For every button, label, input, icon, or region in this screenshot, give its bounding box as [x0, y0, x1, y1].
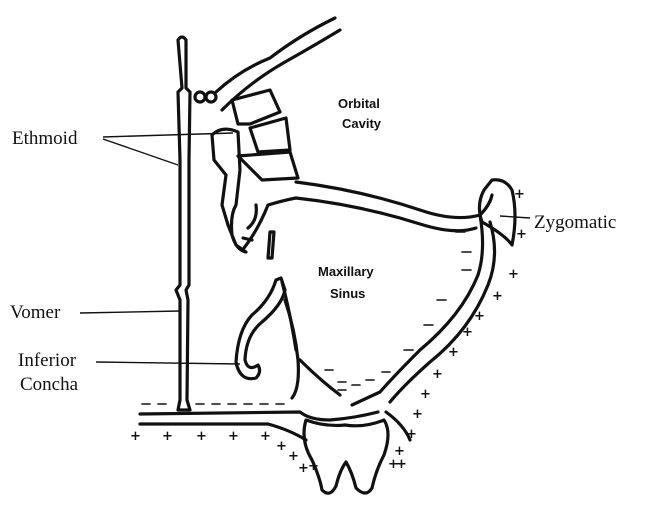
zygomatic-bone — [479, 180, 515, 245]
svg-text:+: + — [308, 459, 319, 474]
svg-text:+: + — [276, 439, 287, 454]
svg-text:+: + — [474, 309, 485, 324]
middle-concha — [268, 232, 274, 258]
ethmoid-air-cells — [195, 90, 298, 252]
label-orbital-cavity-line1: Orbital — [338, 96, 380, 111]
svg-text:+: + — [196, 429, 207, 444]
svg-text:+: + — [228, 429, 239, 444]
label-inferior-concha-line2: Concha — [20, 374, 79, 395]
svg-text:+: + — [508, 267, 519, 282]
svg-text:+: + — [396, 457, 407, 472]
label-orbital-cavity-line2: Cavity — [342, 116, 382, 131]
label-maxillary-sinus-line2: Sinus — [330, 286, 365, 301]
maxillary-sinus-wall — [285, 215, 495, 405]
svg-text:+: + — [406, 427, 417, 442]
svg-text:+: + — [516, 227, 527, 242]
label-maxillary-sinus-line1: Maxillary — [318, 264, 374, 279]
labels: Ethmoid Vomer Inferior Concha Zygomatic … — [10, 96, 616, 395]
inferior-concha — [236, 278, 296, 379]
svg-text:+: + — [130, 429, 141, 444]
svg-text:+: + — [162, 429, 173, 444]
svg-text:+: + — [492, 289, 503, 304]
svg-text:+: + — [514, 187, 525, 202]
svg-text:+: + — [420, 387, 431, 402]
minus-marks — [142, 232, 471, 404]
svg-text:+: + — [448, 345, 459, 360]
svg-text:+: + — [412, 407, 423, 422]
label-inferior-concha-line1: Inferior — [18, 350, 77, 371]
label-vomer: Vomer — [10, 302, 61, 323]
svg-text:+: + — [432, 367, 443, 382]
svg-text:+: + — [462, 325, 473, 340]
label-zygomatic: Zygomatic — [534, 212, 616, 233]
label-ethmoid: Ethmoid — [12, 128, 78, 149]
nasal-septum — [176, 37, 190, 410]
svg-text:+: + — [260, 429, 271, 444]
